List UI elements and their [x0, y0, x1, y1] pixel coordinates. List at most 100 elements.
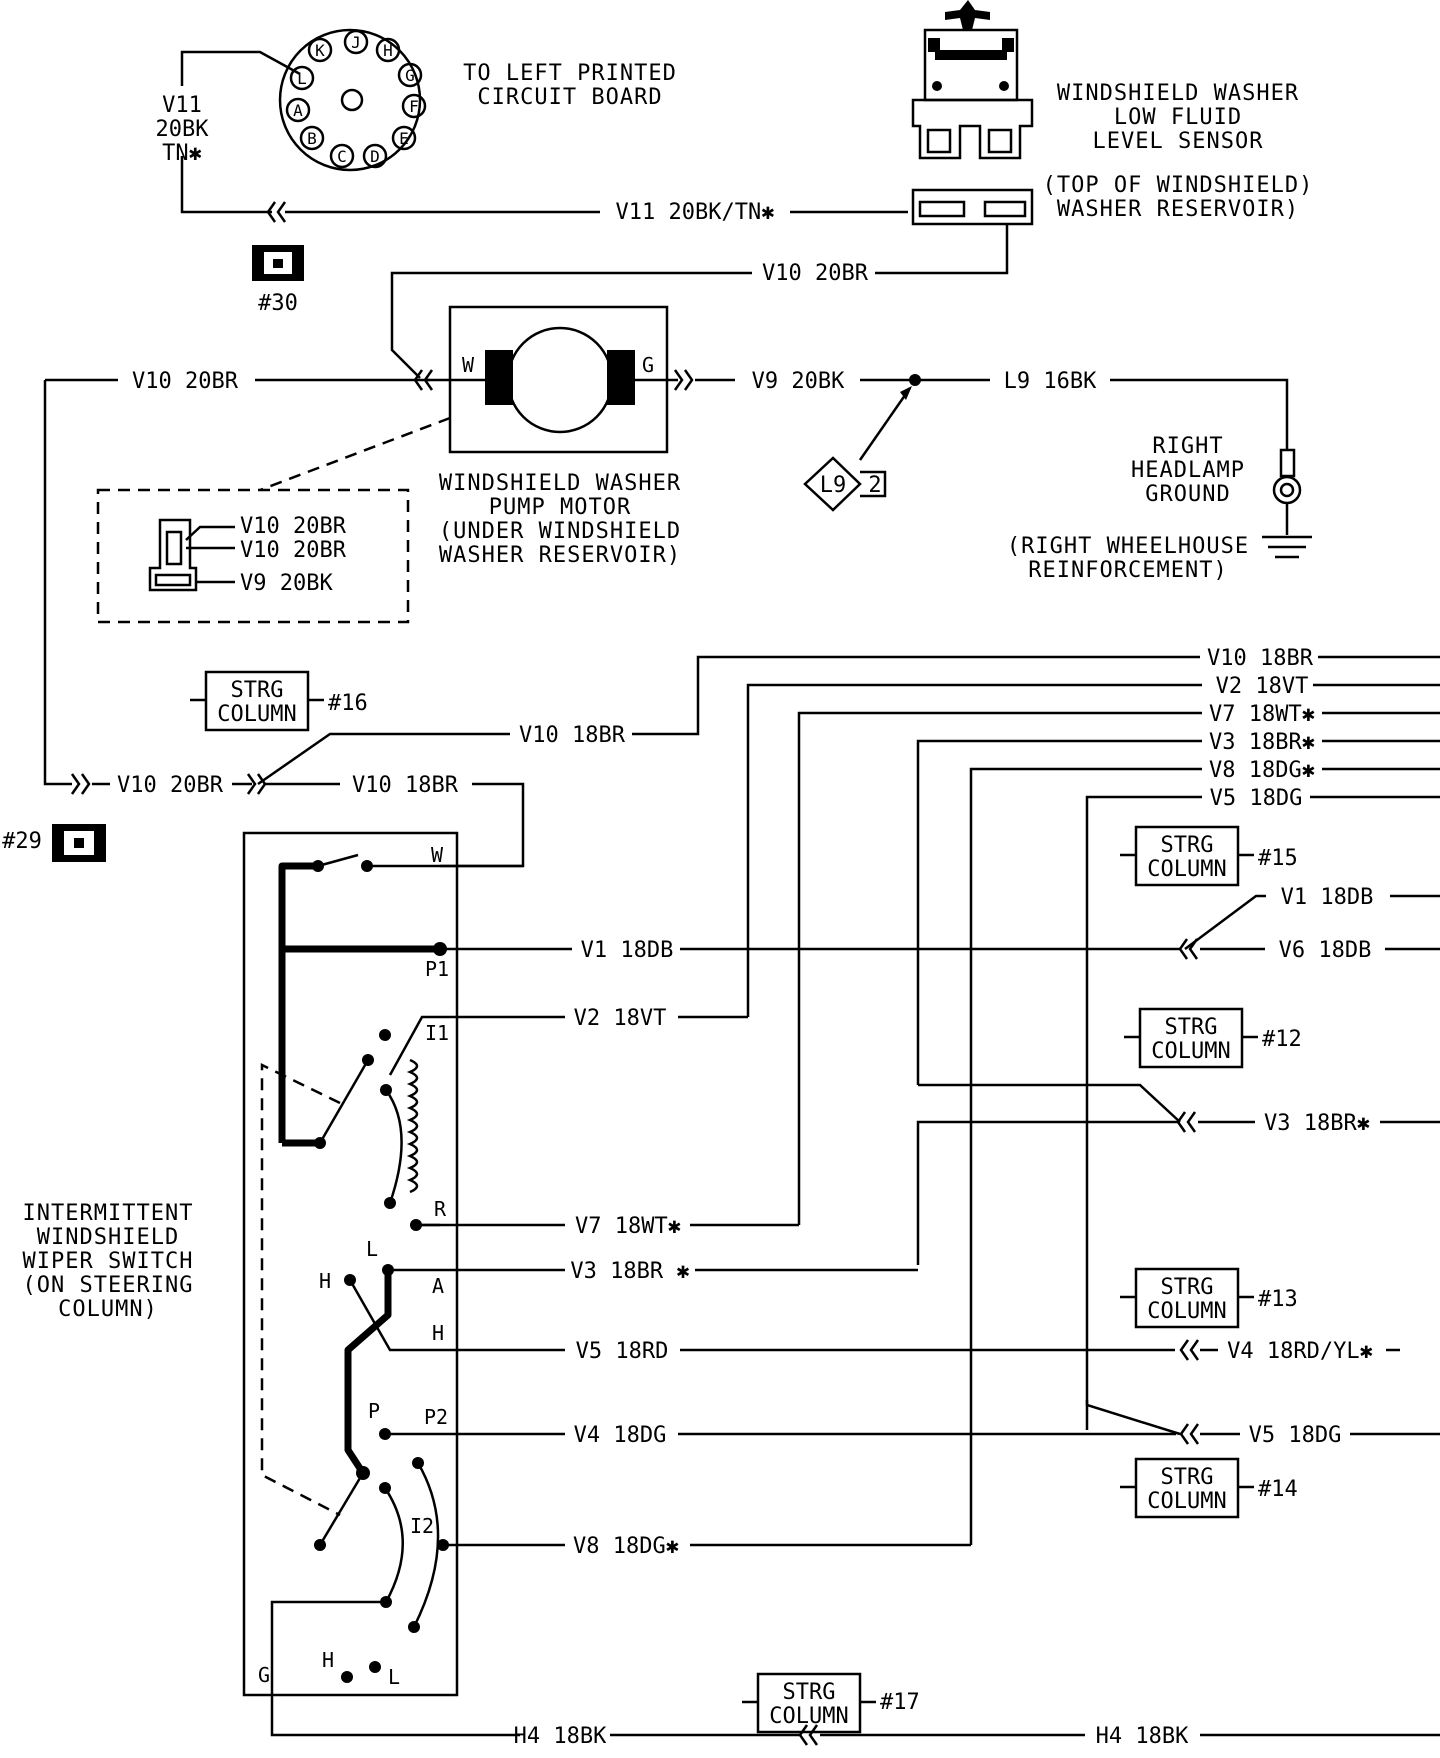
wire-label: V10 20BR — [117, 773, 224, 798]
strg-num: #12 — [1262, 1027, 1302, 1052]
switch-pin-p1: P1 — [425, 957, 449, 981]
wire-v4 — [440, 1400, 1440, 1445]
wire-v10-18br — [70, 655, 1200, 868]
connector-pin — [401, 93, 427, 119]
wire-label: V2 18VT — [574, 1006, 667, 1031]
wire-label: TN✱ — [162, 141, 202, 166]
connector-pin-label: F — [409, 97, 419, 116]
left-pcb-label-1: TO LEFT PRINTED — [463, 61, 677, 86]
strg-line1: STRG — [231, 678, 284, 703]
wire-label: V11 — [162, 93, 202, 118]
connector-pin-label: B — [307, 129, 317, 148]
wire-label: V5 18DG — [1210, 786, 1303, 811]
connector-pin-label: K — [315, 41, 325, 60]
connector-pin — [307, 37, 333, 63]
wire-v2 — [388, 1015, 748, 1076]
wire-label: V5 18DG — [1249, 1423, 1342, 1448]
wire-label: V7 18WT✱ — [575, 1214, 681, 1239]
left-pcb-label-2: CIRCUIT BOARD — [477, 85, 662, 110]
wire-v11 — [180, 50, 908, 223]
strg-column-14 — [1120, 1457, 1254, 1519]
ground-icon — [1262, 448, 1312, 559]
strg-line2: COLUMN — [1147, 857, 1226, 882]
connector-pin-label: C — [337, 147, 347, 166]
ground-location-1: (RIGHT WHEELHOUSE — [1007, 534, 1249, 559]
switch-pin-a: A — [432, 1274, 444, 1298]
switch-contact-p: P — [368, 1399, 380, 1423]
strg-num: #16 — [328, 691, 368, 716]
sensor-label-1: WINDSHIELD WASHER — [1057, 81, 1299, 106]
connector-pin — [362, 143, 388, 169]
switch-pin-p2: P2 — [424, 1405, 448, 1429]
sensor-location-2: WASHER RESERVOIR) — [1057, 197, 1299, 222]
wire-label: V10 18BR — [352, 773, 459, 798]
wire-v5-rd — [440, 1339, 1400, 1361]
wire-label: V1 18DB — [581, 938, 674, 963]
connector-pin — [343, 29, 369, 55]
connector-pin — [329, 143, 355, 169]
wire-label: V7 18WT✱ — [1209, 702, 1315, 727]
wire-label: V10 20BR — [762, 261, 869, 286]
strg-line2: COLUMN — [1147, 1299, 1226, 1324]
strg-line2: COLUMN — [217, 702, 296, 727]
ground-label-3: GROUND — [1145, 482, 1230, 507]
strg-line1: STRG — [1161, 833, 1214, 858]
connector-29-label: #29 — [2, 829, 42, 854]
wire-label: V6 18DB — [1279, 938, 1372, 963]
strg-num: #17 — [880, 1690, 920, 1715]
strg-line2: COLUMN — [1151, 1039, 1230, 1064]
pump-label-3: (UNDER WINDSHIELD — [439, 519, 681, 544]
connector-pin-label: J — [351, 33, 361, 52]
inset-wire-3: V9 20BK — [240, 571, 333, 596]
pump-pin-w: W — [462, 353, 475, 377]
wire-label: V8 18DG✱ — [1209, 758, 1315, 783]
wire-label: V2 18VT — [1216, 674, 1309, 699]
switch-pin-i1: I1 — [425, 1021, 449, 1045]
washer-fluid-sensor-icon — [911, 0, 1034, 226]
connector-29-icon — [52, 824, 106, 862]
switch-label-2: WINDSHIELD — [37, 1225, 179, 1250]
wire-label: V8 18DG✱ — [573, 1534, 679, 1559]
wire-label: H4 18BK — [1096, 1724, 1189, 1749]
ground-location-2: REINFORCEMENT) — [1028, 558, 1227, 583]
wire-label: V10 20BR — [132, 369, 239, 394]
strg-column-17 — [742, 1672, 876, 1734]
connector-pin — [375, 37, 401, 63]
wire-label: V3 18BR✱ — [1209, 730, 1315, 755]
wiper-switch — [242, 831, 523, 1737]
sensor-label-3: LEVEL SENSOR — [1093, 129, 1264, 154]
wire-v1-v6 — [440, 894, 1440, 960]
inset-wire-2: V10 20BR — [240, 538, 347, 563]
ground-label-2: HEADLAMP — [1131, 458, 1245, 483]
pump-pin-g: G — [642, 353, 654, 377]
connector-pin-label: G — [405, 66, 415, 85]
switch-contact-h: H — [322, 1648, 334, 1672]
strg-num: #15 — [1258, 846, 1298, 871]
wire-label: V10 18BR — [519, 723, 626, 748]
right-harness — [746, 655, 1440, 1545]
wire-label: V11 20BK/TN✱ — [616, 200, 775, 225]
pump-label-4: WASHER RESERVOIR) — [439, 543, 681, 568]
sensor-label-2: LOW FLUID — [1114, 105, 1242, 130]
wire-label: V3 18BR ✱ — [570, 1259, 689, 1284]
connector-pin — [397, 62, 423, 88]
wire-label: V3 18BR✱ — [1264, 1111, 1370, 1136]
wire-label: L9 16BK — [1004, 369, 1097, 394]
wire-v10-left — [43, 369, 434, 786]
switch-pin-w: W — [431, 843, 444, 867]
wire-v9 — [673, 369, 1289, 461]
wire-label: H4 18BK — [514, 1724, 607, 1749]
sensor-location-1: (TOP OF WINDSHIELD) — [1043, 173, 1314, 198]
wire-label: 20BK — [156, 117, 210, 142]
pump-label-2: PUMP MOTOR — [489, 495, 631, 520]
switch-label-3: WIPER SWITCH — [23, 1249, 194, 1274]
wire-v3-right — [916, 1083, 1440, 1265]
wire-label: V9 20BK — [752, 369, 845, 394]
wire-label: V4 18DG — [574, 1423, 667, 1448]
connector-pin — [391, 125, 417, 151]
switch-contact-h: H — [319, 1269, 331, 1293]
strg-line1: STRG — [1161, 1465, 1214, 1490]
connector-30-icon — [252, 245, 304, 281]
switch-label-1: INTERMITTENT — [23, 1201, 194, 1226]
